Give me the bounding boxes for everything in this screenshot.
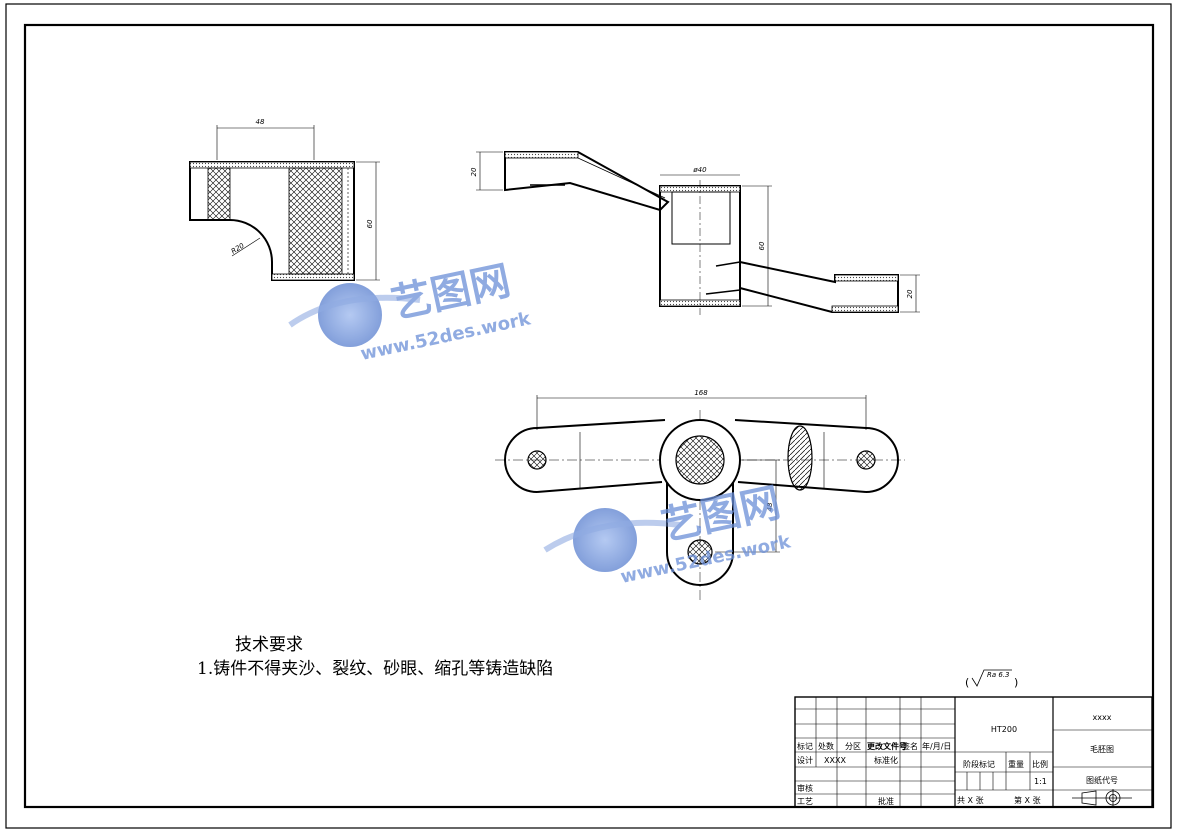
svg-text:): ) xyxy=(1014,676,1018,689)
tb-scale-label: 比例 xyxy=(1032,759,1048,769)
dim-side-height: 60 xyxy=(758,241,766,250)
dim-plan-depth: 48 xyxy=(766,502,774,511)
tech-req-title: 技术要求 xyxy=(235,635,303,655)
tb-mark: 标记 xyxy=(797,741,813,751)
title-block xyxy=(794,696,1153,808)
tb-designer: XXXX xyxy=(824,756,846,765)
tb-drawing-code-label: 图纸代号 xyxy=(1086,775,1118,785)
tb-scale: 1:1 xyxy=(1034,777,1047,786)
tb-company: xxxx xyxy=(1093,713,1112,722)
tb-review: 审核 xyxy=(797,783,813,793)
outer-border xyxy=(5,3,1172,829)
side-section-view: 20 ø40 60 20 xyxy=(470,151,920,315)
tb-date: 年/月/日 xyxy=(922,741,951,751)
inner-border xyxy=(23,23,1155,809)
svg-text:(: ( xyxy=(965,676,969,689)
projection-symbol xyxy=(1072,789,1132,807)
tb-standardize: 标准化 xyxy=(874,755,898,765)
dim-plan-length: 168 xyxy=(694,389,708,397)
tb-weight: 重量 xyxy=(1008,759,1024,769)
tb-approve: 批准 xyxy=(878,796,894,806)
dim-front-width: 48 xyxy=(256,118,265,126)
tb-total-sheets: 共 X 张 xyxy=(957,796,984,805)
dim-side-bottom-height: 20 xyxy=(906,289,914,298)
dim-front-radius: R20 xyxy=(230,241,246,255)
roughness-symbol: ( Ra 6.3 ) xyxy=(965,669,1018,689)
tb-count: 处数 xyxy=(818,741,834,751)
plan-view: 168 48 xyxy=(495,389,905,600)
tb-sheet-no: 第 X 张 xyxy=(1014,795,1041,805)
tb-change-doc: 更改文件号 xyxy=(867,741,907,751)
tb-process: 工艺 xyxy=(797,797,813,806)
tb-drawing-name: 毛胚图 xyxy=(1090,744,1114,754)
title-block-text: 标记 处数 分区 更改文件号 签名 年/月/日 设计 XXXX 标准化 审核 工… xyxy=(797,713,1118,806)
tb-sign: 签名 xyxy=(902,741,918,751)
watermark-2: 艺图网 www.52des.work xyxy=(543,480,793,588)
dim-side-diameter: ø40 xyxy=(692,166,707,174)
tb-stage-mark: 阶段标记 xyxy=(963,759,995,769)
roughness-value: Ra 6.3 xyxy=(987,671,1010,679)
tech-req-item: 1.铸件不得夹沙、裂纹、砂眼、缩孔等铸造缺陷 xyxy=(197,659,553,679)
tb-zone: 分区 xyxy=(845,742,861,751)
dim-front-height: 60 xyxy=(366,219,374,228)
tb-material: HT200 xyxy=(991,725,1017,734)
dim-side-top-height: 20 xyxy=(470,167,478,176)
front-section-view: 48 60 R20 xyxy=(189,118,380,281)
tb-design: 设计 xyxy=(797,755,813,765)
